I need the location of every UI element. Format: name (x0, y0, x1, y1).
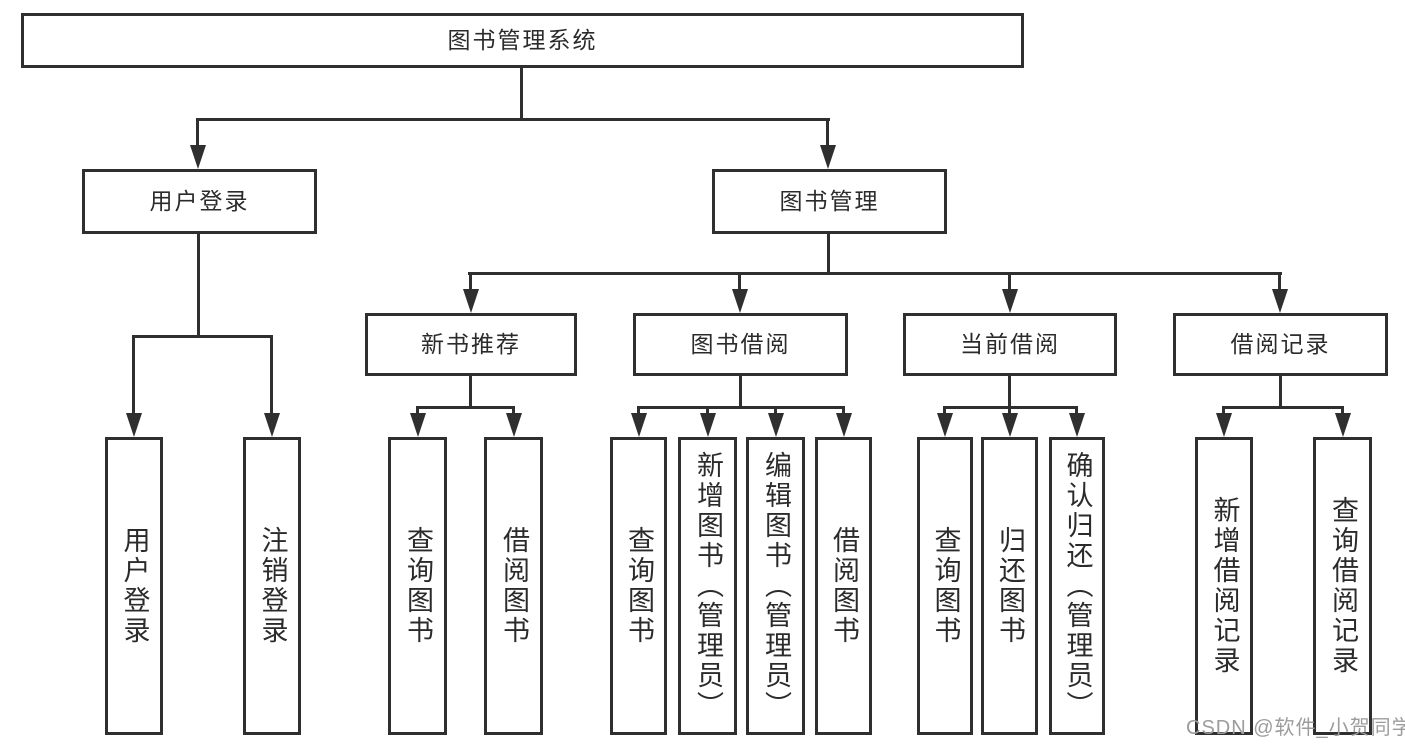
arrowhead-record (1272, 289, 1288, 313)
arrowhead-leaf-12 (1216, 413, 1232, 437)
node-new-book-rec: 新书推荐 (365, 313, 577, 376)
connector-new-rec-branch (416, 406, 515, 409)
arrowhead-leaf-11 (1069, 413, 1085, 437)
csdn-watermark: CSDN @软件_小贺同学 (1186, 717, 1405, 739)
arrowhead-user-login (190, 145, 206, 169)
arrowhead-leaf-5 (631, 413, 647, 437)
node-borrow-record: 借阅记录 (1173, 313, 1388, 376)
node-book-borrow: 图书借阅 (633, 313, 848, 376)
arrowhead-leaf-13 (1335, 413, 1351, 437)
arrowhead-leaf-6 (700, 413, 716, 437)
connector-record-branch (1222, 406, 1343, 409)
leaf-record-query-record: 查询借阅记录 (1313, 437, 1372, 735)
leaf-record-add-record: 新增借阅记录 (1195, 437, 1253, 735)
leaf-borrow-borrow-book: 借阅图书 (815, 437, 872, 735)
leaf-current-query-book: 查询图书 (917, 437, 973, 735)
leaf-borrow-query-book: 查询图书 (610, 437, 667, 735)
leaf-current-confirm-return-admin: 确认归还（管理员） (1049, 437, 1105, 735)
connector-user-login-stem (197, 234, 200, 335)
connector-drop-leaf-logout (270, 335, 273, 431)
connector-drop-user-login (196, 118, 199, 163)
leaf-borrow-add-book-admin: 新增图书（管理员） (678, 437, 737, 735)
arrowhead-leaf-login (126, 413, 142, 437)
connector-root-stem (520, 68, 523, 118)
leaf-borrow-edit-book-admin: 编辑图书（管理员） (746, 437, 805, 735)
connector-borrow-stem (739, 376, 742, 406)
arrowhead-new-rec (463, 289, 479, 313)
connector-drop-book-mgmt (826, 118, 829, 163)
connector-drop-leaf-login (132, 335, 135, 431)
arrowhead-leaf-8 (836, 413, 852, 437)
arrowhead-book-mgmt (820, 145, 836, 169)
arrowhead-current (1002, 289, 1018, 313)
connector-root-branch (196, 118, 830, 121)
connector-book-mgmt-stem (827, 234, 830, 272)
arrowhead-leaf-4 (506, 413, 522, 437)
arrowhead-borrow (732, 289, 748, 313)
connector-user-login-branch (132, 335, 273, 338)
connector-record-stem (1279, 376, 1282, 406)
arrowhead-leaf-logout (264, 413, 280, 437)
node-current-borrow: 当前借阅 (903, 313, 1117, 376)
leaf-current-return-book: 归还图书 (981, 437, 1038, 735)
arrowhead-leaf-7 (768, 413, 784, 437)
arrowhead-leaf-10 (1002, 413, 1018, 437)
leaf-rec-query-book: 查询图书 (388, 437, 447, 735)
arrowhead-leaf-9 (937, 413, 953, 437)
connector-book-mgmt-branch (468, 272, 1282, 275)
leaf-user-login: 用户登录 (105, 437, 163, 735)
connector-new-rec-stem (469, 376, 472, 406)
connector-current-stem (1008, 376, 1011, 406)
leaf-logout: 注销登录 (243, 437, 301, 735)
node-root: 图书管理系统 (21, 13, 1024, 68)
arrowhead-leaf-3 (410, 413, 426, 437)
connector-borrow-branch (637, 406, 845, 409)
leaf-rec-borrow-book: 借阅图书 (484, 437, 543, 735)
node-book-mgmt: 图书管理 (712, 169, 947, 234)
node-user-login: 用户登录 (82, 169, 317, 234)
